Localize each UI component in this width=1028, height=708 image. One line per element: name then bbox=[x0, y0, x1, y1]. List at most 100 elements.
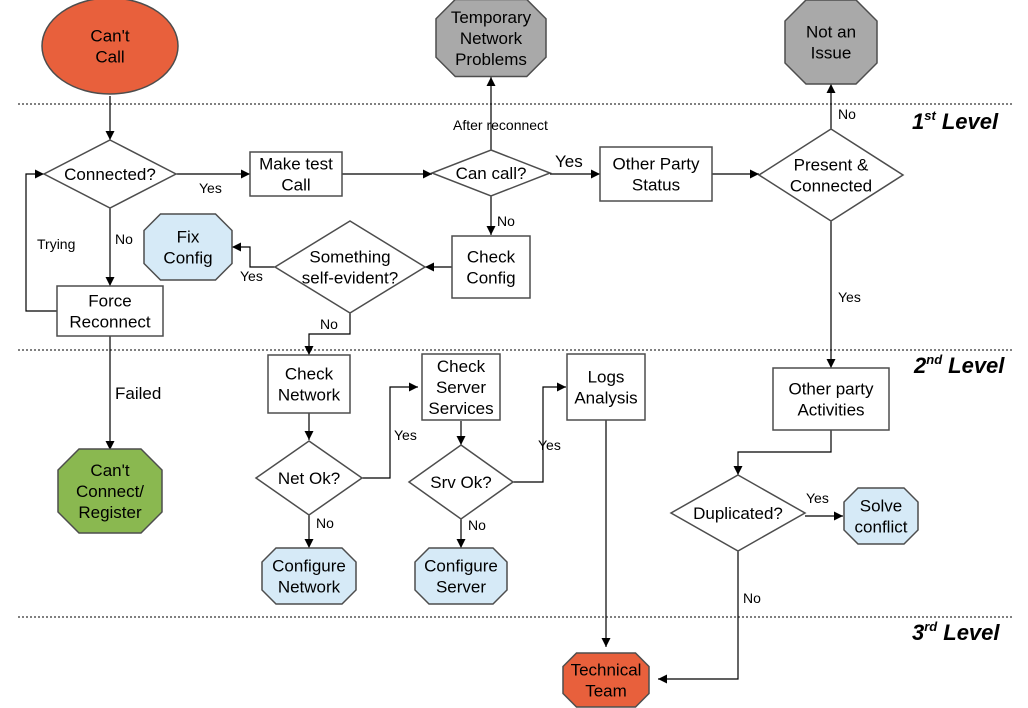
other-party-status-box-label-line: Other Party bbox=[613, 155, 700, 174]
something-self-evident-decision: Something self-evident? bbox=[273, 220, 427, 314]
make-test-call-box-label-line: Make test bbox=[259, 155, 333, 174]
edge-label-yes-test-call: Yes bbox=[199, 180, 222, 196]
cant-connect-register-node-label-line: Connect/ bbox=[76, 482, 144, 501]
edge-srv-ok-to-logs-analysis bbox=[513, 382, 566, 483]
edge-self-evident-to-fix-config bbox=[232, 242, 275, 268]
something-self-evident-decision-label: Something self-evident? bbox=[302, 248, 398, 288]
duplicated-decision-label: Duplicated? bbox=[693, 504, 783, 523]
cant-connect-register-node-label-line: Register bbox=[78, 503, 142, 522]
temporary-network-problems-node-label-line: Problems bbox=[455, 50, 527, 69]
edge-label-no-net: No bbox=[316, 515, 334, 531]
can-call-decision-label: Can call? bbox=[456, 164, 527, 183]
cant-connect-register-node-label-line: Can't bbox=[90, 461, 129, 480]
duplicated-decision-shape bbox=[669, 474, 807, 552]
temporary-network-problems-node-shape bbox=[435, 0, 547, 78]
logs-analysis-box-label-line: Logs bbox=[588, 368, 625, 387]
srv-ok-decision-shape bbox=[407, 444, 515, 520]
net-ok-decision-label: Net Ok? bbox=[278, 469, 340, 488]
configure-network-node-label-line: Configure bbox=[272, 557, 346, 576]
force-reconnect-box-label-line: Force bbox=[88, 292, 131, 311]
check-config-box-label-line: Config bbox=[466, 269, 515, 288]
edges bbox=[25, 77, 843, 684]
cant-call-node-label-line: Call bbox=[95, 48, 124, 67]
make-test-call-box-label-line: Call bbox=[281, 176, 310, 195]
cant-call-node-label-line: Can't bbox=[90, 27, 129, 46]
configure-server-node-label-line: Configure bbox=[424, 557, 498, 576]
duplicated-decision: Duplicated? bbox=[669, 474, 807, 552]
not-an-issue-node-label-line: Issue bbox=[811, 44, 852, 63]
connected-decision-label: Connected? bbox=[64, 165, 156, 184]
configure-server-node-shape bbox=[414, 547, 508, 605]
connected-decision: Connected? bbox=[42, 139, 178, 209]
edge-force-reconnect-trying-loop bbox=[25, 169, 58, 312]
other-party-activities-box-label-line: Activities bbox=[797, 401, 864, 420]
something-self-evident-decision-label-line: Something bbox=[309, 248, 390, 267]
present-connected-decision-label-line: Present & bbox=[794, 156, 869, 175]
edge-label-no-issue: No bbox=[838, 106, 856, 122]
edge-net-ok-to-check-server bbox=[362, 382, 418, 479]
technical-team-node-label-line: Technical bbox=[571, 661, 642, 680]
solve-conflict-node-label-line: Solve bbox=[860, 497, 903, 516]
technical-team-node-shape bbox=[562, 652, 650, 708]
edge-label-no-dup: No bbox=[743, 590, 761, 606]
check-server-services-box-label-line: Services bbox=[428, 399, 493, 418]
solve-conflict-node-label: Solve conflict bbox=[855, 497, 908, 537]
srv-ok-decision-label-line: Srv Ok? bbox=[430, 473, 491, 492]
edge-self-evident-to-check-network bbox=[304, 313, 351, 355]
check-server-services-box-label-line: Server bbox=[436, 378, 486, 397]
edge-label-yes-dup: Yes bbox=[806, 490, 829, 506]
check-server-services-box-label-line: Check bbox=[437, 357, 486, 376]
fix-config-node-label-line: Config bbox=[163, 249, 212, 268]
edge-duplicated-to-technical-team bbox=[658, 551, 739, 684]
check-network-box-label-line: Network bbox=[278, 386, 341, 405]
edge-label-yes-net: Yes bbox=[394, 427, 417, 443]
edge-label-after-reconnect: After reconnect bbox=[453, 117, 548, 133]
configure-network-node-shape bbox=[261, 547, 357, 605]
edge-label-trying: Trying bbox=[37, 236, 75, 252]
configure-network-node-label-line: Network bbox=[278, 578, 341, 597]
technical-team-node-label-line: Team bbox=[585, 682, 627, 701]
solve-conflict-node-label-line: conflict bbox=[855, 518, 908, 537]
check-config-box-label-line: Check bbox=[467, 248, 516, 267]
something-self-evident-decision-shape bbox=[273, 220, 427, 314]
edge-activities-to-duplicated bbox=[733, 430, 832, 475]
present-connected-decision-shape bbox=[757, 128, 905, 222]
srv-ok-decision-label: Srv Ok? bbox=[430, 473, 491, 492]
force-reconnect-box-shape bbox=[56, 285, 164, 337]
connected-decision-shape bbox=[42, 139, 178, 209]
other-party-status-box-label-line: Status bbox=[632, 176, 680, 195]
logs-analysis-box-label-line: Analysis bbox=[574, 389, 637, 408]
edge-label-failed: Failed bbox=[115, 384, 161, 403]
something-self-evident-decision-label-line: self-evident? bbox=[302, 269, 398, 288]
can-call-decision: Can call? bbox=[429, 149, 553, 197]
cant-call-node-shape bbox=[41, 0, 179, 95]
edge-label-yes-can-call: Yes bbox=[555, 152, 583, 171]
check-network-box-shape bbox=[267, 354, 351, 414]
check-config-box-shape bbox=[451, 235, 531, 299]
edge-label-no-self-evident: No bbox=[320, 316, 338, 332]
